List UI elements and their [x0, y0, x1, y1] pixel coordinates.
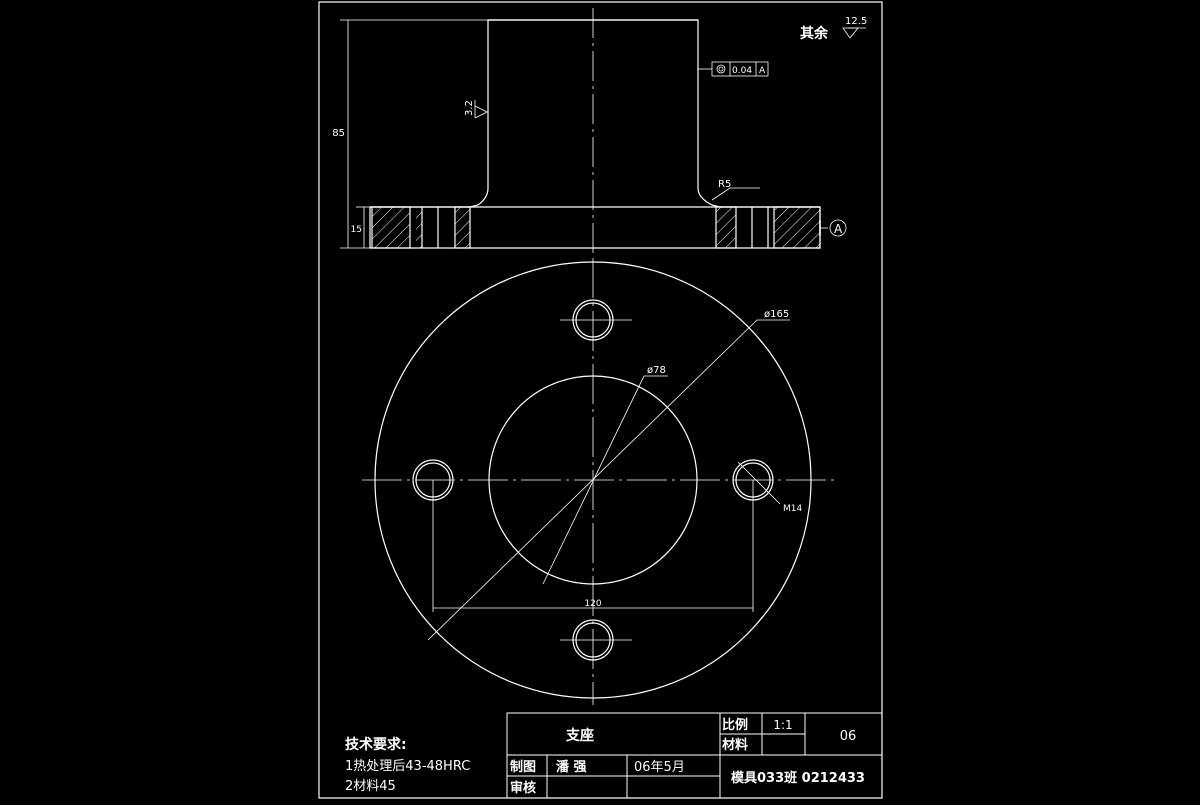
bore-diameter-label: ø78: [647, 365, 666, 376]
datum-label: A: [834, 222, 843, 236]
scale-value: 1:1: [773, 718, 792, 732]
front-view: [340, 8, 866, 255]
surface-finish-bore-icon: [474, 105, 488, 119]
material-label: 材料: [722, 737, 748, 753]
tolerance-value: 0.04: [732, 66, 752, 76]
surface-finish-other-label: 其余: [800, 25, 829, 42]
outer-diameter-label: ø165: [764, 309, 789, 320]
drawing-number: 06: [840, 729, 857, 744]
drawn-label: 制图: [510, 759, 536, 775]
bolt-spacing-dimension: 120: [584, 599, 601, 609]
height-dimension: 85: [332, 128, 345, 139]
class-info: 模具033班 0212433: [731, 770, 865, 786]
reviewed-label: 审核: [510, 780, 536, 796]
top-view: [362, 258, 838, 705]
tech-requirements-heading: 技术要求:: [345, 736, 407, 753]
drawing-border: [318, 1, 883, 799]
drawn-by: 潘 强: [556, 759, 587, 775]
surface-finish-bore-value: 3.2: [464, 100, 475, 116]
tolerance-datum: A: [759, 66, 766, 76]
bolt-hole-bottom: [560, 619, 632, 661]
scale-label: 比例: [722, 717, 748, 733]
drawing-date: 06年5月: [634, 760, 685, 775]
surface-finish-other-icon: [842, 27, 859, 39]
concentricity-symbol-icon: [716, 64, 726, 74]
bolt-hole-top: [560, 299, 632, 341]
title-block: [506, 712, 883, 799]
tech-requirement-item: 2材料45: [345, 779, 396, 794]
datum-circle: [829, 219, 847, 237]
flange-thickness-dimension: 15: [351, 225, 362, 235]
tolerance-frame: [711, 61, 769, 77]
tech-requirement-item: 1热处理后43-48HRC: [345, 759, 470, 774]
part-name: 支座: [565, 727, 594, 744]
thread-label: M14: [783, 504, 802, 514]
surface-finish-other-value: 12.5: [845, 16, 867, 27]
fillet-radius-label: R5: [718, 179, 731, 190]
